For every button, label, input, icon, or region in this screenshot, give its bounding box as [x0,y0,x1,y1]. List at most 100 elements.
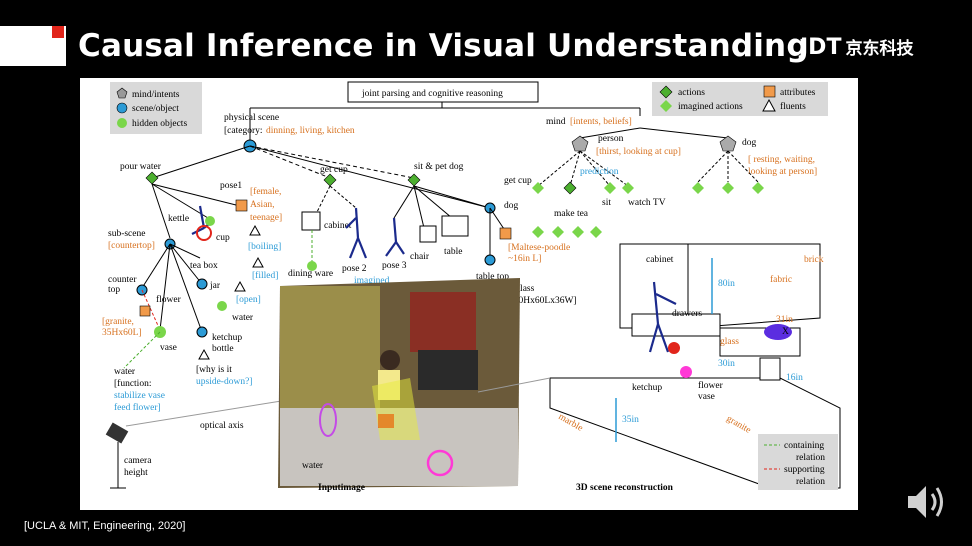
relation-1: relation [796,453,825,463]
mind-label: mind [546,117,566,127]
recon-caption: 3D scene reconstruction [576,483,674,493]
make-tea-sub-node-2 [552,226,564,238]
hidden-legend-icon [117,118,127,128]
chair-label: chair [410,252,430,262]
scene-legend-icon [116,102,128,114]
recon-dog-shape [764,324,792,340]
cabinet-shape [301,211,321,231]
pose3-label: pose 3 [382,261,407,271]
recon-80in: 80in [718,279,735,289]
jar-node [196,278,208,290]
recon-cup-marker [668,342,680,354]
legend-left-1: scene/object [132,104,179,114]
dog-action-node-1 [692,182,704,194]
counter-label: counter [108,275,137,285]
make-tea-sub-node-3 [572,226,584,238]
ketchup-bottle-0: ketchup [212,333,242,343]
filled-fluent-icon [252,256,264,268]
water-in-image: water [302,461,324,471]
recon-glass: glass [720,337,739,347]
get-cup-mind-node [532,182,544,194]
recon-brick: brick [804,255,824,265]
pose1-attr-1: Asian, [250,200,275,210]
cup-label: cup [216,233,230,243]
physical-scene-label: physical scene [224,113,279,123]
fluent-legend-icon [762,98,776,112]
ketchup-node [196,326,208,338]
sit-pet-dog-node [407,173,421,187]
pose1-attr-2: teenage] [250,213,282,223]
sit-pet-dog-label: sit & pet dog [414,162,464,172]
get-cup-mind-label: get cup [504,176,532,186]
ketchup-bottle-1: bottle [212,344,234,354]
dog-action-node-3 [752,182,764,194]
upside-fluent-icon [198,348,210,360]
recon-cabinet: cabinet [646,255,674,265]
relation-2: supporting [784,465,825,475]
dog-mind-attrs-1: looking at person] [748,167,817,177]
dog-mind-label: dog [742,138,757,148]
causal-figure: joint parsing and cognitive reasoning mi… [80,78,858,510]
dog-label: dog [504,201,519,211]
person-mind-icon [571,135,589,152]
legend-left-0: mind/intents [132,90,180,100]
why-upside-0: [why is it [196,365,232,375]
recon-16in: 16in [786,373,803,383]
dog-attr-node [499,227,512,240]
make-tea-label: make tea [554,209,589,219]
get-cup-label: get cup [320,165,348,175]
filled-label: [filled] [252,270,278,281]
water-function-0: water [114,367,136,377]
dog-action-node-2 [722,182,734,194]
water-label: water [232,313,254,323]
mind-legend-icon [116,87,128,99]
pose1-attr-node [235,199,248,212]
kettle-node [205,216,215,226]
legend-right-1: attributes [780,88,816,98]
camera-icon [105,422,129,444]
legend-right-3: fluents [780,101,806,112]
relation-legend [758,434,838,490]
vase-label: vase [160,343,177,353]
dog-mind-icon [719,135,737,152]
watch-tv-node [622,182,634,194]
category-label: [category: [224,126,263,136]
action-legend-icon [659,85,673,99]
imagined-action-legend-icon [660,100,672,112]
figure-svg: joint parsing and cognitive reasoning mi… [102,81,841,493]
logo-latin: JDT [800,35,842,60]
dining-ware-label: dining ware [288,269,333,279]
granite-attr-1: 35Hx60L] [102,328,142,338]
make-tea-sub-node-1 [532,226,544,238]
recon-person-skeleton [648,281,677,353]
sit-node [604,182,616,194]
speaker-icon[interactable] [904,480,954,529]
pose1-label: pose1 [220,181,242,191]
camera-height-1: height [124,468,148,478]
pose2-skeleton [345,207,368,259]
watch-tv-label: watch TV [628,198,666,208]
open-fluent-icon [234,280,246,292]
dining-ware-node [307,261,317,271]
pose3-skeleton [385,217,405,257]
attribute-legend-icon [763,85,776,98]
person-attrs: [thirst, looking at cup] [596,147,681,157]
camera-height-0: camera [124,456,152,466]
title-red-square [52,26,64,38]
granite-attr-node [139,305,151,317]
legend-right [652,82,828,116]
legend-left-2: hidden objects [132,119,187,129]
recon-flower-marker [680,366,692,378]
recon-x: X [782,327,789,337]
kettle-label: kettle [168,214,189,224]
recon-ketchup: ketchup [632,383,662,393]
boiling-fluent-icon [249,224,261,236]
flower-label: flower [156,294,182,305]
input-image-caption: Inputimage [318,483,365,493]
mind-attrs: [intents, beliefs] [570,116,632,127]
jar-label: jar [209,281,221,291]
table-label: table [444,247,462,257]
recon-35in: 35in [622,415,639,425]
water-function-1: [function: [114,378,151,389]
relation-3: relation [796,477,825,487]
